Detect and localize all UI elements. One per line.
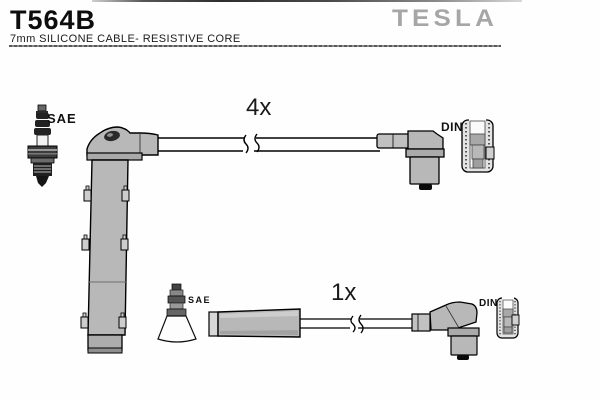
- header-divider: [9, 45, 501, 47]
- din-label-bottom: DIN: [479, 298, 498, 309]
- product-subtitle: 7mm SILICONE CABLE- RESISTIVE CORE: [10, 33, 241, 45]
- din-elbow-connector-icon-bottom: [411, 301, 480, 360]
- quantity-label-bottom: 1x: [331, 279, 357, 306]
- din-label-top: DIN: [441, 120, 464, 134]
- din-cap-section-icon-bottom: [496, 295, 520, 339]
- cable-1x: [208, 308, 412, 338]
- spark-plug-icon: [27, 104, 58, 187]
- cable-break-icon: [350, 314, 364, 334]
- din-cap-section-icon: [461, 117, 495, 173]
- sae-label-top: SAE: [47, 111, 77, 126]
- din-elbow-connector-icon: [376, 130, 445, 190]
- part-number: T564B: [10, 5, 97, 35]
- cable-break-icon: [243, 133, 260, 154]
- sae-label-bottom: SAE: [188, 295, 212, 305]
- brand-logo: TESLA: [392, 5, 499, 32]
- scan-artifact-line: [92, 0, 522, 2]
- cable-4x: [158, 133, 380, 154]
- sae-boot-long-icon: [80, 126, 159, 354]
- quantity-label-top: 4x: [246, 94, 272, 121]
- sae-cone-boot-icon: [157, 283, 197, 343]
